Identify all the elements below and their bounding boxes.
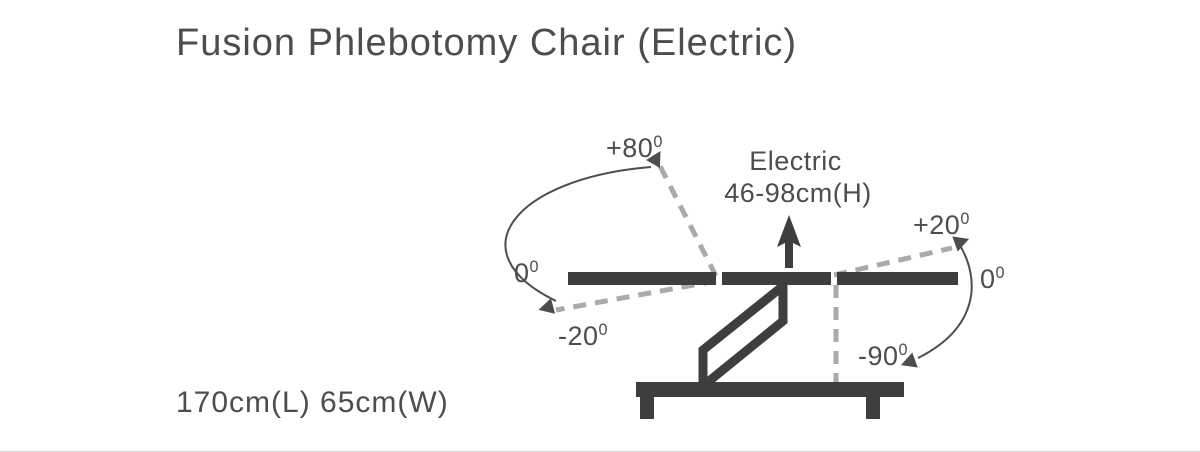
page-title: Fusion Phlebotomy Chair (Electric) <box>176 22 798 64</box>
table-seat-section <box>722 272 831 285</box>
backrest-range-arc <box>504 166 652 302</box>
electric-label: Electric <box>749 146 842 176</box>
angle-label-backrest-zero: 00 <box>514 258 539 289</box>
degree-superscript: 0 <box>898 341 909 359</box>
lift-linkage <box>698 276 788 396</box>
degree-superscript: 0 <box>529 258 540 276</box>
angle-value: -20 <box>558 321 599 351</box>
angle-label-legrest-up: +200 <box>913 210 970 241</box>
angle-value: +20 <box>913 210 961 240</box>
base-bar <box>636 382 904 397</box>
angle-label-legrest-zero: 00 <box>980 264 1005 295</box>
base-foot-left <box>640 397 654 419</box>
height-range-label: 46-98cm(H) <box>724 178 872 208</box>
legrest-down-arrowhead <box>900 352 918 368</box>
angle-value: +80 <box>606 133 654 163</box>
degree-superscript: 0 <box>598 321 609 339</box>
legrest-up-arrowhead <box>952 236 970 252</box>
legrest-range-arc <box>917 241 973 359</box>
backrest-down-arrowhead <box>538 298 556 314</box>
angle-label-legrest-down: -900 <box>858 341 908 372</box>
degree-superscript: 0 <box>960 210 970 228</box>
angle-label-backrest-up: +800 <box>606 133 663 164</box>
table-legrest-section <box>837 272 958 285</box>
base-foot-right <box>866 397 880 419</box>
angle-value: 0 <box>514 258 530 288</box>
angle-value: -90 <box>858 341 899 371</box>
backrest-lowered-dashed-line <box>555 278 717 313</box>
dimensions-label: 170cm(L) 65cm(W) <box>176 386 449 419</box>
table-backrest-section <box>568 272 716 285</box>
degree-superscript: 0 <box>995 264 1006 282</box>
degree-superscript: 0 <box>653 133 663 151</box>
electric-height-arrow <box>777 215 801 268</box>
legrest-raised-dashed-line <box>833 245 953 278</box>
angle-value: 0 <box>980 264 996 294</box>
angle-label-backrest-down: -200 <box>558 321 608 352</box>
backrest-up-arrowhead <box>646 151 661 168</box>
